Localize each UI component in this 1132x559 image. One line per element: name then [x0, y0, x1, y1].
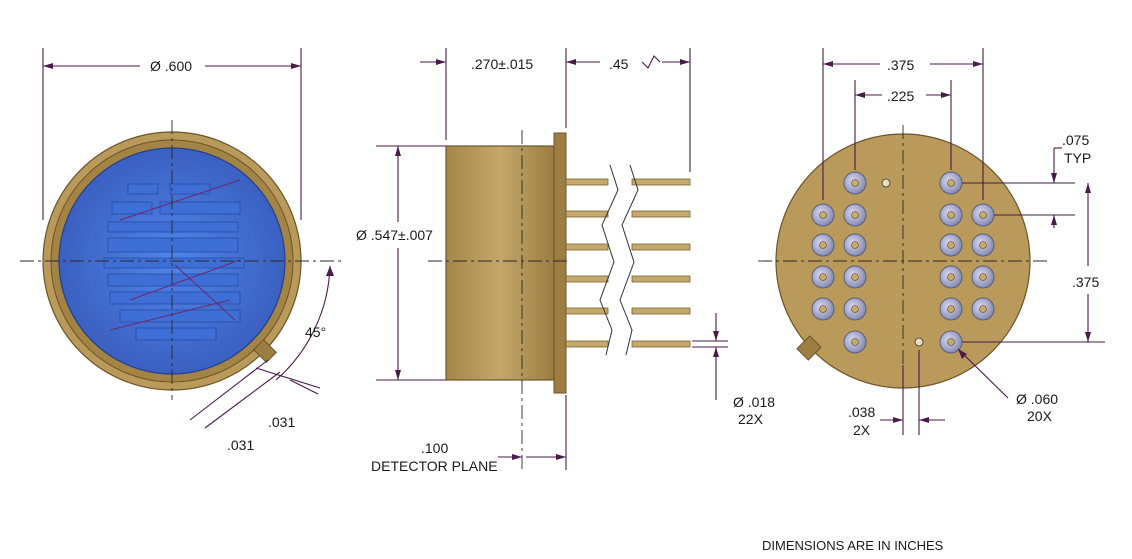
- pin-diameter-count: 20X: [1027, 408, 1053, 424]
- side-view: .270±.015 .45 Ø .547±.007 Ø .018 22X .10…: [356, 48, 775, 474]
- hole-count: 2X: [853, 422, 871, 438]
- units-note: DIMENSIONS ARE IN INCHES: [762, 538, 944, 553]
- tab-width-label-a: .031: [227, 437, 254, 453]
- pin-diameter-label: Ø .060: [1016, 391, 1058, 407]
- tab-width-label-b: .031: [268, 414, 295, 430]
- front-tab: [252, 338, 278, 364]
- lead-length-label: .45: [609, 56, 629, 72]
- angle-label: 45°: [305, 324, 326, 340]
- lead-wires: [565, 164, 691, 356]
- front-view: Ø .600 45° .031 .031: [20, 48, 345, 453]
- pin-span-outer-label: .375: [887, 57, 914, 73]
- hole-label: .038: [848, 404, 875, 420]
- detector-plane-text: DETECTOR PLANE: [371, 458, 498, 474]
- can-flange: [553, 132, 567, 394]
- detector-plane-value: .100: [421, 440, 448, 456]
- pitch-label: .075: [1062, 132, 1089, 148]
- lead-diameter-count: 22X: [738, 411, 764, 427]
- pin-span-inner-label: .225: [887, 88, 914, 104]
- lead-diameter-label: Ø .018: [733, 394, 775, 410]
- vertical-span-label: .375: [1072, 274, 1099, 290]
- side-length-label: .270±.015: [471, 56, 533, 72]
- bottom-view: .375 .225 .075 TYP .375 .038 2X: [758, 48, 1105, 438]
- body-diameter-label: Ø .547±.007: [356, 227, 433, 243]
- header-tab: [796, 335, 822, 361]
- detector-chip-pattern: [103, 179, 245, 341]
- header-pins: [811, 171, 995, 354]
- front-diameter-label: Ø .600: [150, 58, 192, 74]
- pitch-note: TYP: [1064, 150, 1091, 166]
- can-body: [445, 145, 555, 381]
